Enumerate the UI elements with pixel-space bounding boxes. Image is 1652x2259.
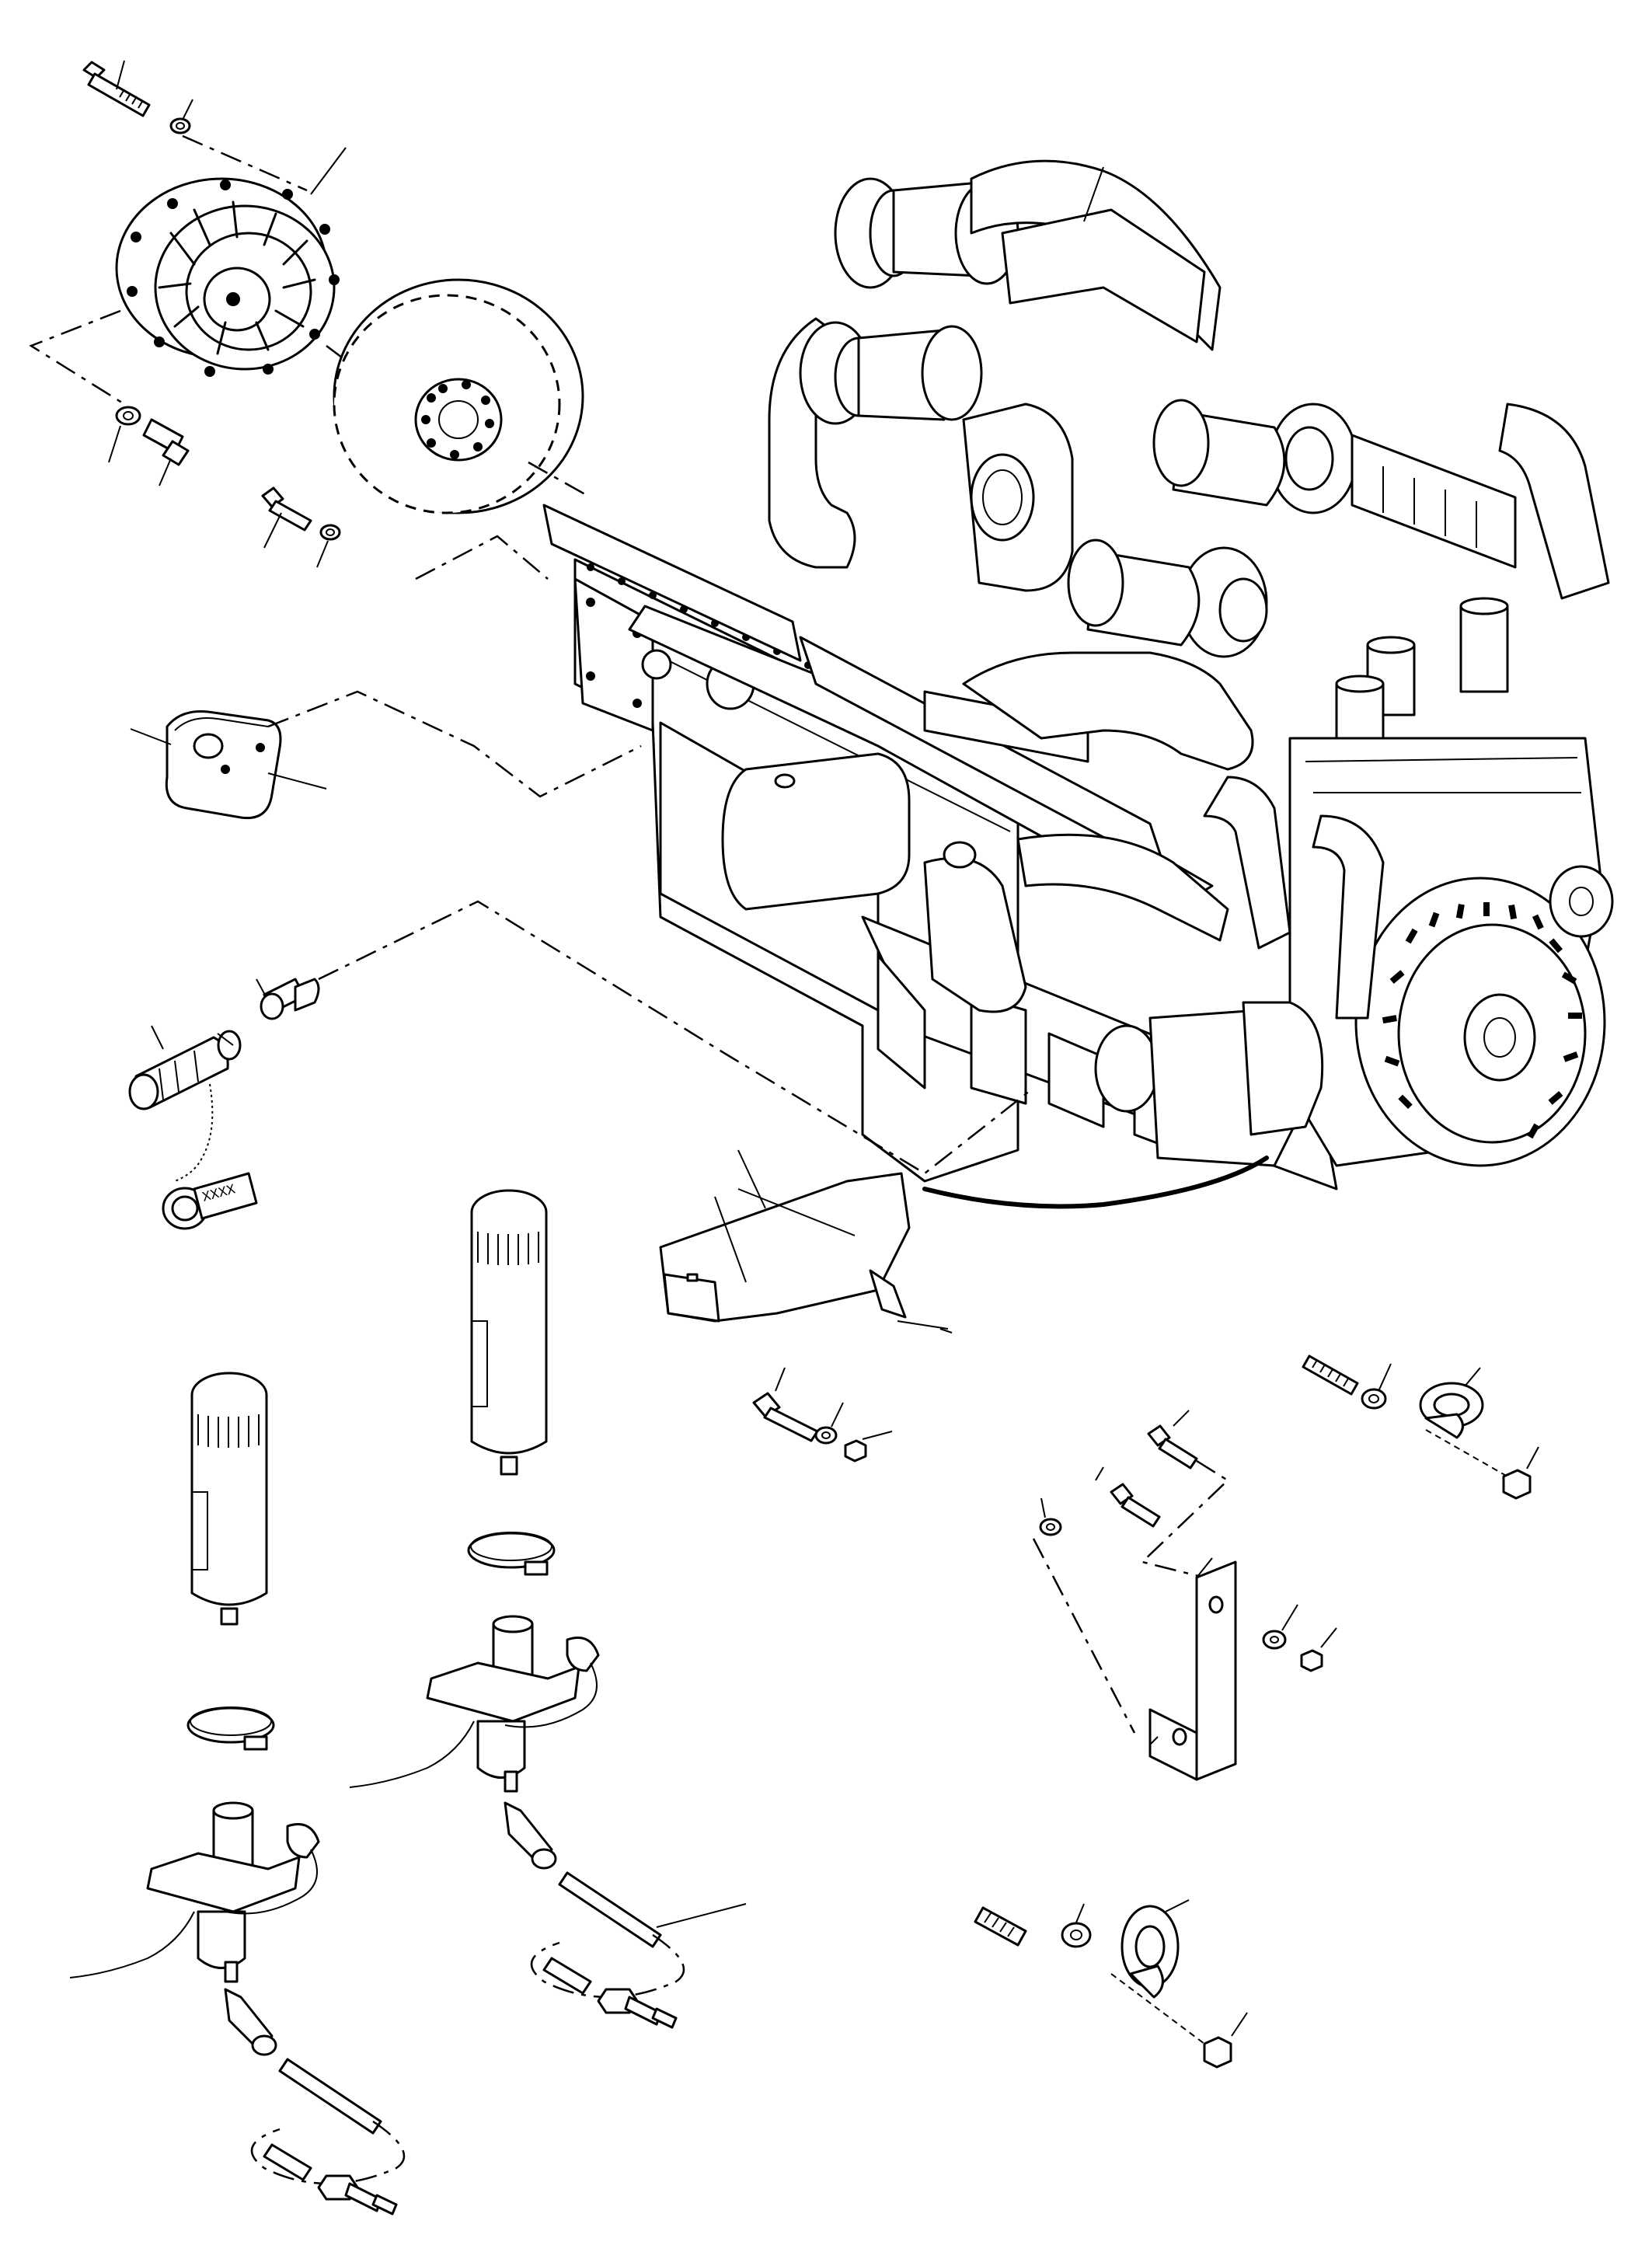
shroud-nut bbox=[844, 1431, 893, 1462]
tube-fitting-left bbox=[317, 2174, 398, 2215]
bracket-washer-right bbox=[1262, 1604, 1298, 1650]
bracket-bolt-lower bbox=[1095, 1466, 1161, 1528]
flywheel-washer bbox=[316, 524, 341, 568]
starter-motor bbox=[721, 752, 1027, 1013]
quick-coupler bbox=[128, 1025, 242, 1110]
filter-head-left bbox=[69, 1801, 320, 1983]
elbow-fitting-right bbox=[504, 1801, 557, 1870]
hose-adapter-fitting bbox=[256, 978, 320, 1020]
fuel-tube-right bbox=[530, 1871, 747, 1999]
turbocharger-3 bbox=[1152, 399, 1357, 514]
clamp-washer-upper-right bbox=[1361, 1363, 1392, 1410]
dust-cap-with-tag: XXXX bbox=[162, 1172, 258, 1230]
fuel-filter-left bbox=[190, 1372, 268, 1626]
mounting-bracket-right bbox=[1148, 1557, 1237, 1781]
shroud-washer bbox=[814, 1402, 844, 1445]
clamp-nut-lower-right bbox=[1203, 2012, 1248, 2069]
flywheel-bolt bbox=[261, 486, 312, 549]
pipe-clamp-lower-right bbox=[1121, 1899, 1190, 1999]
guard-shroud bbox=[659, 1149, 911, 1323]
gear-cover-housing bbox=[1354, 877, 1606, 1167]
washer-top-left bbox=[169, 99, 193, 134]
coupling-bolt-heads bbox=[127, 180, 340, 377]
washer-lower-left bbox=[108, 406, 141, 463]
alternator bbox=[1094, 1001, 1324, 1167]
tube-fitting-right bbox=[597, 1988, 678, 2029]
shroud-bolt bbox=[752, 1367, 819, 1442]
clamp-bolt-upper-right bbox=[1302, 1354, 1359, 1396]
cover-plate bbox=[130, 709, 327, 820]
turbocharger-4 bbox=[1067, 539, 1268, 658]
flexible-coupling bbox=[115, 147, 347, 377]
clamp-bolt-lower-right bbox=[974, 1906, 1027, 1947]
turbocharger-1 bbox=[834, 177, 1019, 289]
filter-head-right bbox=[349, 1615, 600, 1793]
flywheel bbox=[333, 278, 584, 514]
clamp-nut-upper-right bbox=[1502, 1446, 1539, 1500]
pipe-clamp-upper-right bbox=[1419, 1367, 1484, 1439]
filter-clamp-right bbox=[467, 1532, 556, 1576]
turbocharger-2 bbox=[799, 321, 983, 425]
filter-clamp-left bbox=[186, 1706, 275, 1751]
fuel-tube-left bbox=[250, 2058, 406, 2185]
bracket-nut-right bbox=[1300, 1627, 1337, 1672]
bolt-lower-left bbox=[142, 418, 190, 486]
bracket-washer bbox=[1039, 1497, 1062, 1536]
bracket-bolt-upper bbox=[1147, 1410, 1198, 1469]
clamp-washer-lower-right bbox=[1061, 1903, 1092, 1948]
fuel-filter-right bbox=[470, 1189, 548, 1476]
elbow-fitting-left bbox=[224, 1988, 277, 2056]
mounting-bracket-small bbox=[869, 1269, 949, 1330]
bolt-part-top-left bbox=[82, 60, 151, 117]
engine-assembly bbox=[542, 159, 1614, 1191]
